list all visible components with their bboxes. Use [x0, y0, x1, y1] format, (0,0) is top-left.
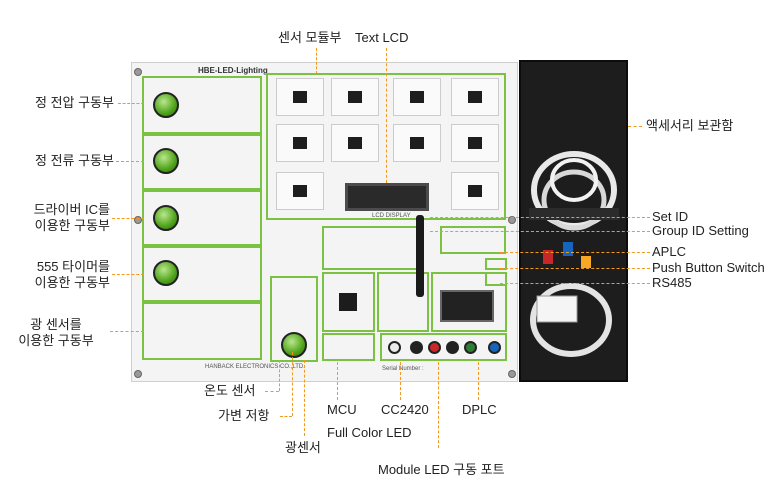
cc2420-area [377, 272, 429, 332]
variable-resistor-knob [281, 332, 307, 358]
sensor-pcb [451, 124, 499, 162]
mcu-area [322, 272, 375, 332]
led-port-jack [410, 341, 423, 354]
label-constant-voltage: 정 전압 구동부 [35, 95, 114, 110]
constant-current-section [142, 134, 262, 190]
leader-line [500, 283, 650, 284]
push-button-area [485, 258, 507, 270]
board-title: HBE-LED-Lighting [198, 66, 268, 75]
sensor-pcb [451, 78, 499, 116]
leader-line [292, 352, 293, 416]
label-cc2420: CC2420 [381, 402, 429, 417]
company-name: HANBACK ELECTRONICS CO.,LTD. [205, 364, 305, 370]
lcd-caption: LCD DISPLAY [372, 213, 411, 219]
constant-voltage-knob [153, 92, 179, 118]
leader-line [430, 217, 650, 218]
leader-line [112, 274, 144, 275]
leader-line [386, 48, 387, 183]
led-port-area [380, 333, 507, 361]
temp-sensor-area [270, 276, 318, 362]
label-sensor-module: 센서 모듈부 [278, 30, 342, 45]
leader-line [265, 391, 279, 392]
sensor-pcb [331, 124, 379, 162]
leader-line [478, 362, 479, 400]
leader-line [500, 268, 650, 269]
screw [134, 68, 142, 76]
sensor-pcb [276, 172, 324, 210]
leader-line [116, 161, 144, 162]
screw [134, 370, 142, 378]
dplc-display [440, 290, 494, 322]
label-set-id: Set ID [652, 209, 689, 224]
label-variable-resistor: 가변 저항 [218, 408, 270, 423]
led-port-jack [464, 341, 477, 354]
leader-line [280, 416, 292, 417]
sensor-pcb [393, 124, 441, 162]
label-rs485: RS485 [652, 275, 692, 290]
dplc-area [431, 272, 507, 332]
antenna [416, 215, 424, 297]
aplc-area [440, 226, 506, 254]
leader-line [316, 48, 317, 74]
sensor-pcb [393, 78, 441, 116]
leader-line [118, 103, 144, 104]
leader-line [337, 362, 338, 400]
mcu-chip [339, 293, 357, 311]
led-port-jack [388, 341, 401, 354]
led-port-jack [428, 341, 441, 354]
label-full-color-led: Full Color LED [327, 425, 412, 440]
rs485-area [485, 272, 507, 286]
screw [508, 216, 516, 224]
label-timer-555: 555 타이머를 이용한 구동부 [34, 259, 110, 290]
set-id-area [322, 226, 422, 270]
label-accessory-box: 액세서리 보관함 [646, 118, 734, 133]
constant-current-knob [153, 148, 179, 174]
label-driver-ic: 드라이버 IC를 이용한 구동부 [33, 202, 110, 233]
light-sensor-section [142, 302, 262, 360]
label-constant-current: 정 전류 구동부 [35, 153, 114, 168]
label-mcu: MCU [327, 402, 357, 417]
sensor-pcb [276, 78, 324, 116]
led-port-jack [488, 341, 501, 354]
leader-line [500, 252, 650, 253]
label-module-led-port: Module LED 구동 포트 [378, 462, 505, 477]
screw [508, 370, 516, 378]
leader-line [400, 362, 401, 400]
leader-line [279, 360, 280, 391]
label-temp-sensor: 온도 센서 [204, 383, 256, 398]
sensor-pcb [451, 172, 499, 210]
label-photo-sensor: 광센서 [285, 440, 321, 455]
label-light-sensor-drive: 광 센서를 이용한 구동부 [18, 317, 94, 348]
cable-bundle [529, 151, 619, 357]
leader-line [430, 231, 650, 232]
leader-line [628, 126, 642, 127]
screw [134, 216, 142, 224]
label-text-lcd: Text LCD [355, 30, 409, 45]
label-dplc: DPLC [462, 402, 497, 417]
text-lcd-display [345, 183, 429, 211]
serial-number: Serial Number : [382, 366, 424, 372]
driver-ic-knob [153, 205, 179, 231]
label-push-button-switch: Push Button Switch [652, 260, 765, 275]
constant-voltage-section [142, 76, 262, 134]
label-group-id-setting: Group ID Setting [652, 223, 749, 238]
led-port-jack [446, 341, 459, 354]
sensor-pcb [276, 124, 324, 162]
label-aplc: APLC [652, 244, 686, 259]
leader-line [110, 331, 144, 332]
sensor-pcb [331, 78, 379, 116]
leader-line [438, 362, 439, 448]
leader-line [304, 360, 305, 436]
timer-555-knob [153, 260, 179, 286]
leader-line [112, 218, 144, 219]
full-color-led-area [322, 333, 375, 361]
